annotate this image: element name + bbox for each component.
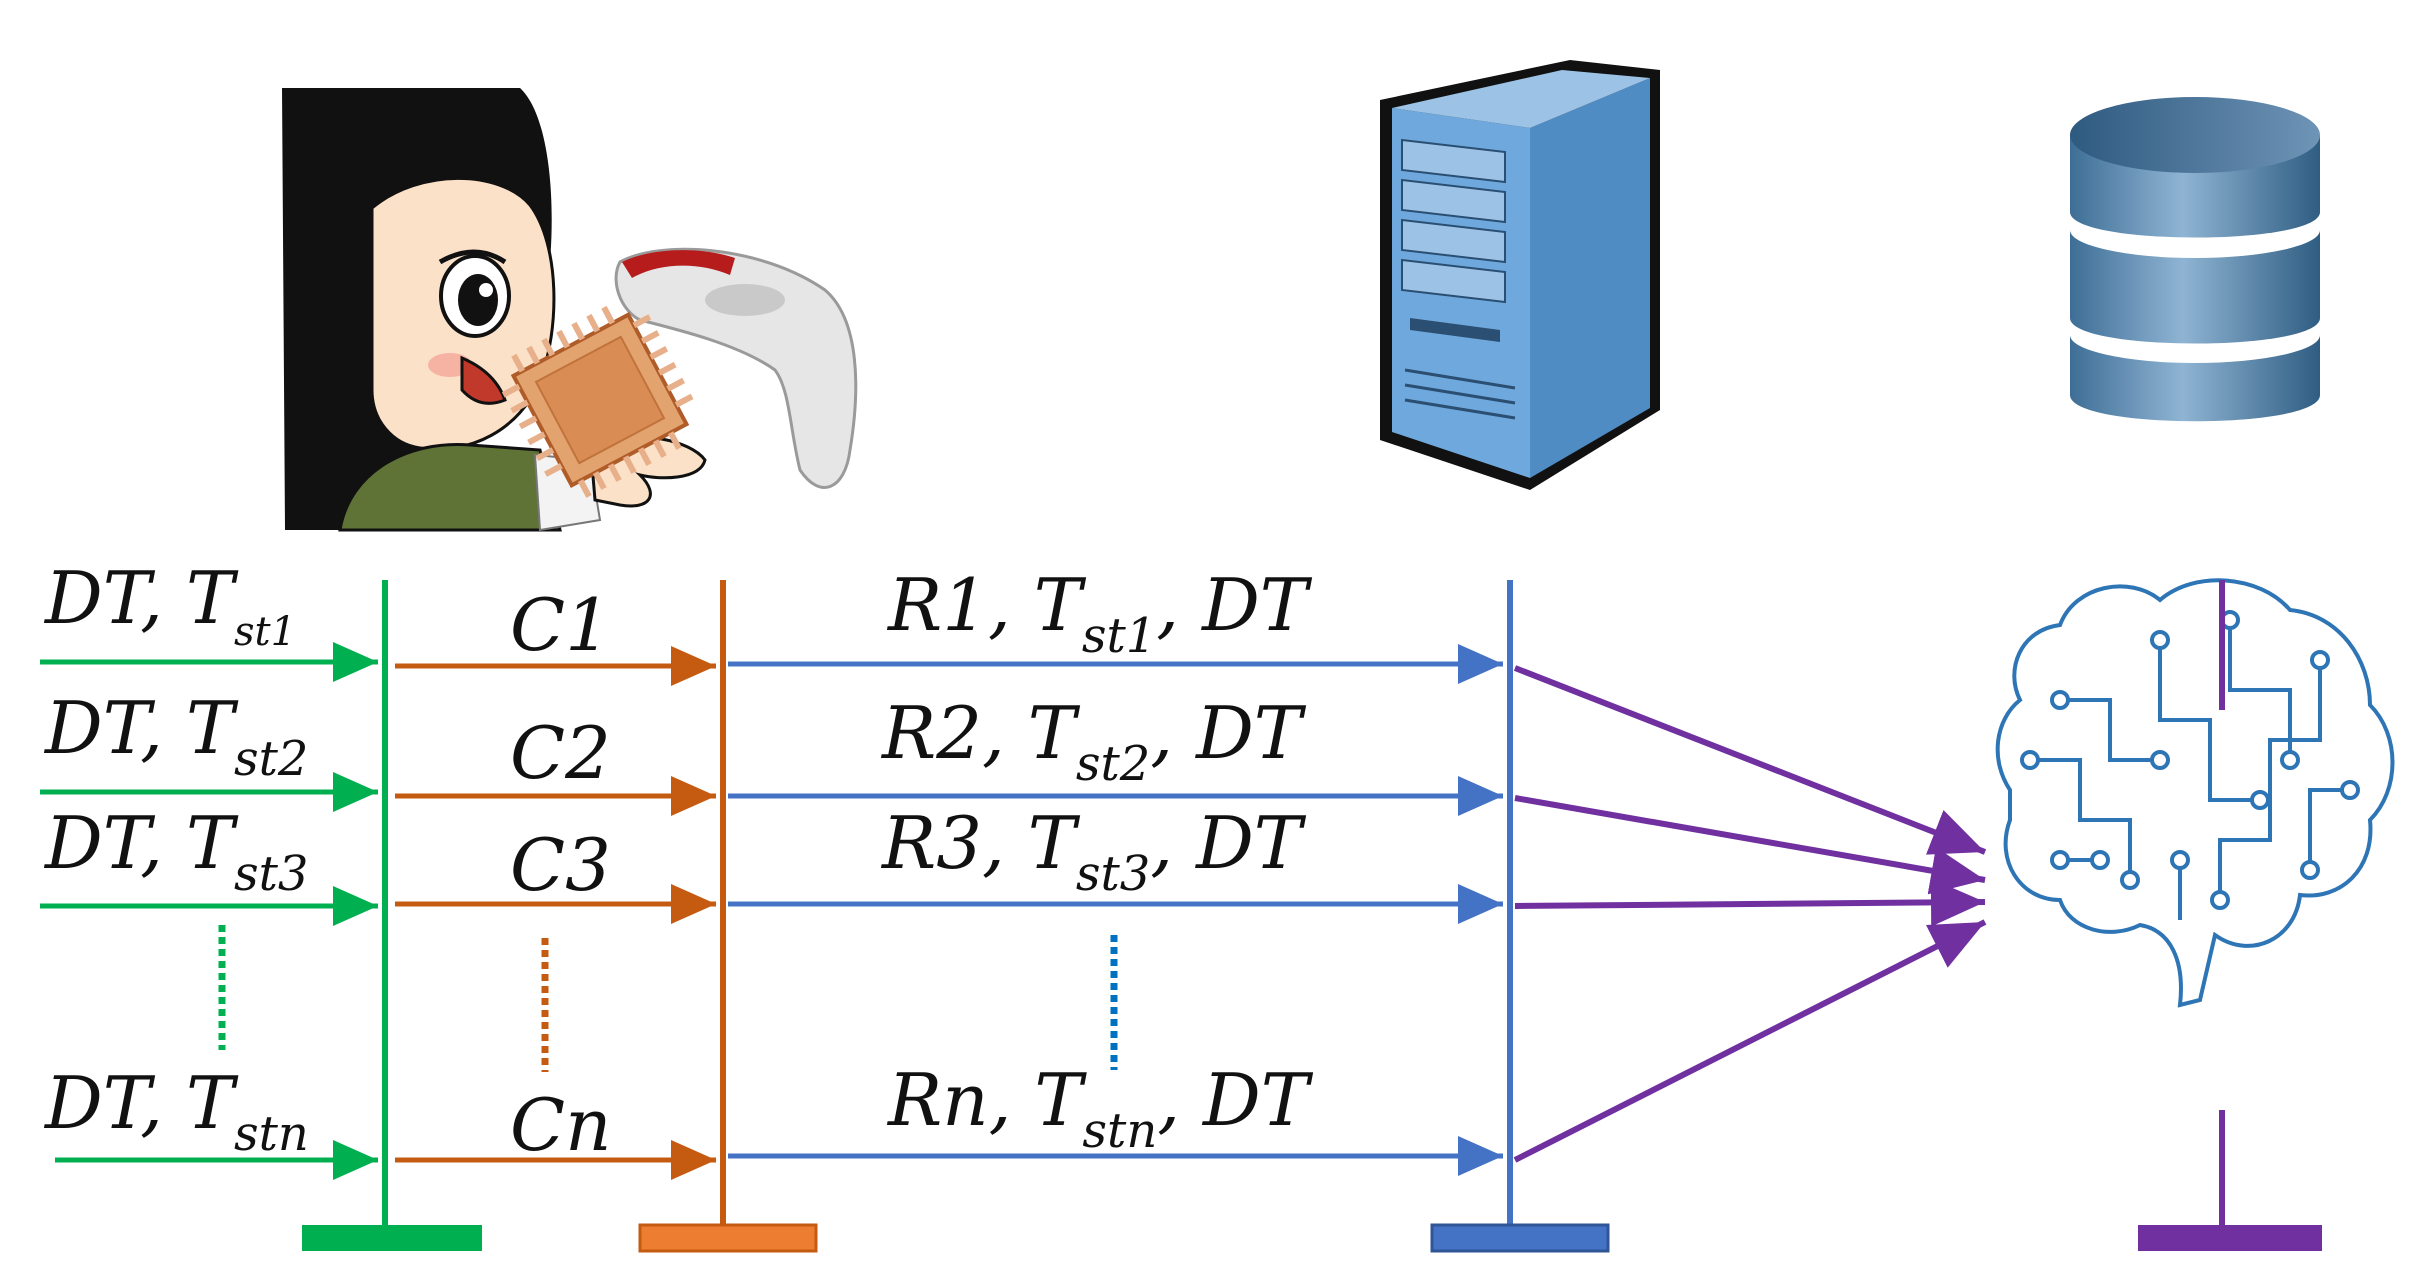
user-icon bbox=[282, 88, 707, 532]
row-n-response-label: Rn, Tstn, DT bbox=[886, 1058, 1314, 1159]
user-lifeline-base bbox=[302, 1225, 482, 1251]
ml-arrow bbox=[1514, 878, 1986, 927]
row-2-response-label: R2, Tst2, DT bbox=[880, 691, 1307, 792]
reader-icon bbox=[614, 247, 858, 489]
row-1-challenge-label: C1 bbox=[510, 583, 611, 667]
row-n-challenge-label: Cn bbox=[510, 1083, 611, 1167]
database-icon bbox=[2070, 97, 2320, 422]
ml-arrow bbox=[1514, 795, 1986, 895]
row-3-response-label: R3, Tst3, DT bbox=[880, 801, 1307, 902]
device-lifeline-base bbox=[638, 1223, 818, 1253]
ml-arrow bbox=[1513, 919, 1987, 1163]
row-2-input-label: DT, Tst2 bbox=[43, 686, 308, 787]
row-1-response-label: R1, Tst1, DT bbox=[886, 563, 1313, 664]
server-icon bbox=[1380, 60, 1660, 490]
server-lifeline-base bbox=[1430, 1223, 1610, 1253]
row-2-challenge-label: C2 bbox=[510, 711, 611, 795]
database-lifeline-base bbox=[2138, 1225, 2322, 1251]
row-3-arrows bbox=[40, 878, 1986, 927]
row-3-challenge-label: C3 bbox=[510, 823, 611, 907]
chip-icon bbox=[501, 305, 694, 498]
brain-icon bbox=[1995, 578, 2395, 1008]
row-1-arrows bbox=[40, 642, 1987, 855]
row-n-input-label: DT, Tstn bbox=[43, 1061, 309, 1162]
row-1-input-label: DT, Tst1 bbox=[43, 556, 296, 655]
row-2-arrows bbox=[40, 772, 1986, 895]
row-3-input-label: DT, Tst3 bbox=[43, 801, 308, 902]
ml-arrow bbox=[1513, 665, 1987, 855]
row-n-arrows bbox=[55, 919, 1987, 1180]
